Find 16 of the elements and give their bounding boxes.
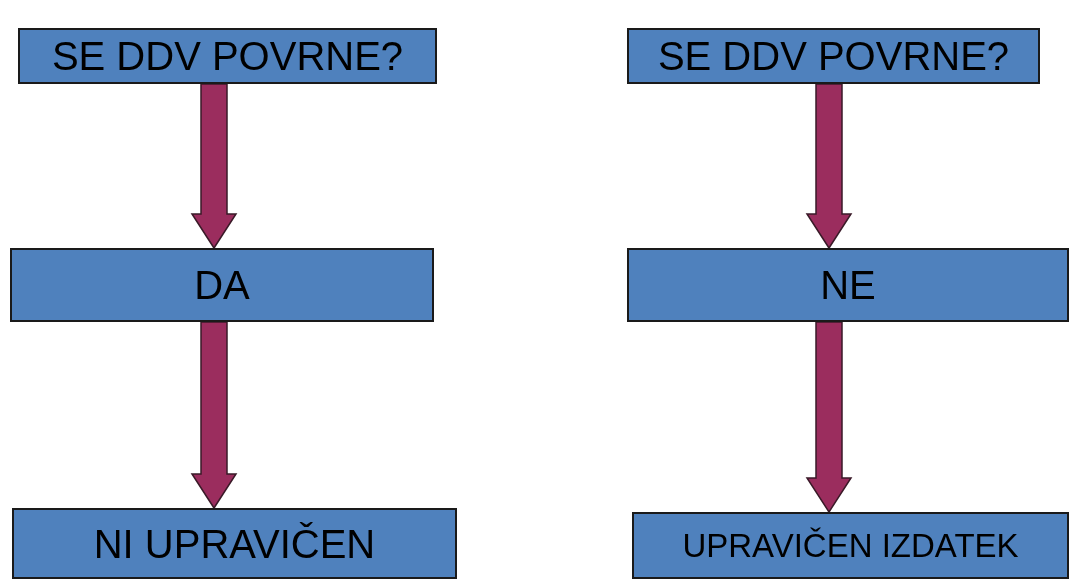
block-arrow <box>805 83 853 250</box>
process-box <box>632 512 1069 579</box>
box-label: NI UPRAVIČEN <box>93 523 376 564</box>
box-label: SE DDV POVRNE? <box>657 36 1010 76</box>
block-arrow <box>805 321 853 514</box>
box-label: NE <box>820 265 876 305</box>
box-label: SE DDV POVRNE? <box>51 36 404 76</box>
block-arrow <box>190 83 238 250</box>
box-label: DA <box>194 265 250 305</box>
process-box <box>627 28 1040 84</box>
process-box <box>18 28 437 84</box>
box-label: UPRAVIČEN IZDATEK <box>682 529 1019 562</box>
process-box <box>10 248 434 322</box>
block-arrow <box>190 321 238 510</box>
process-box <box>627 248 1069 322</box>
process-box <box>12 508 457 579</box>
